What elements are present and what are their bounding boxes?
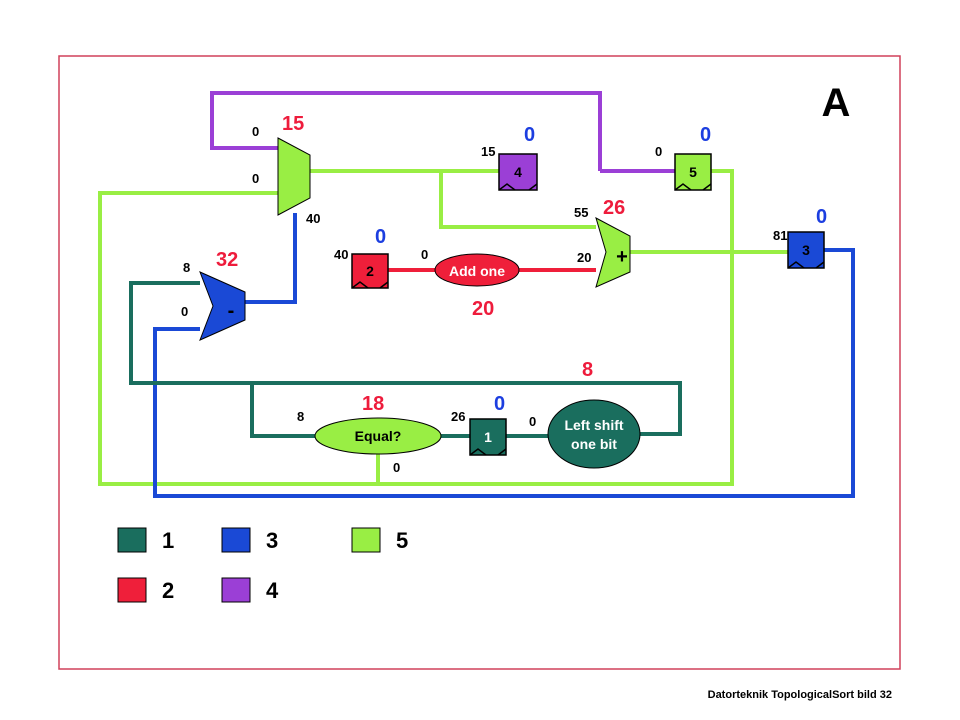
reg1-time: 0 bbox=[494, 393, 505, 415]
subtract-input-bottom: 0 bbox=[181, 304, 188, 319]
legend-number-2: 2 bbox=[162, 578, 174, 603]
adder-unit bbox=[595, 217, 631, 288]
register-4-label: 4 bbox=[514, 164, 522, 180]
subtract-unit bbox=[199, 271, 246, 341]
adder-time: 26 bbox=[603, 197, 625, 219]
reg2-input: 40 bbox=[334, 247, 348, 262]
shift-input: 0 bbox=[529, 414, 536, 429]
reg2-time: 0 bbox=[375, 226, 386, 248]
legend-number-5: 5 bbox=[396, 528, 408, 553]
register-5: 5 bbox=[674, 153, 712, 191]
adder-input-top: 55 bbox=[574, 205, 588, 220]
legend-number-3: 3 bbox=[266, 528, 278, 553]
slide-title: A bbox=[822, 81, 851, 125]
mux-input-top: 0 bbox=[252, 124, 259, 139]
reg1-input: 26 bbox=[451, 409, 465, 424]
left-shift-unit bbox=[547, 399, 641, 469]
equal-unit bbox=[314, 417, 442, 455]
register-3: 3 bbox=[787, 231, 825, 269]
subtract-input-top: 8 bbox=[183, 260, 190, 275]
wire-green-to-adder bbox=[439, 171, 596, 229]
mux-input-bottom: 0 bbox=[252, 171, 259, 186]
addone-input: 0 bbox=[421, 247, 428, 262]
equal-input-left: 8 bbox=[297, 409, 304, 424]
wire-blue-sub-out bbox=[245, 213, 297, 304]
wire-teal-equal-in bbox=[250, 383, 315, 438]
slide-footer: Datorteknik TopologicalSort bild 32 bbox=[708, 689, 892, 701]
reg3-input: 81 bbox=[773, 228, 787, 243]
legend-number-4: 4 bbox=[266, 578, 279, 603]
legend-swatch-3 bbox=[221, 527, 251, 553]
register-4: 4 bbox=[498, 153, 538, 191]
legend-swatch-5 bbox=[351, 527, 381, 553]
register-2: 2 bbox=[351, 253, 389, 289]
legend-number-1: 1 bbox=[162, 528, 174, 553]
register-1: 1 bbox=[469, 418, 507, 456]
shift-time: 8 bbox=[582, 359, 593, 381]
left-shift-label-line2: one bit bbox=[571, 436, 617, 452]
slide-frame bbox=[58, 55, 901, 670]
equal-input-bottom: 0 bbox=[393, 460, 400, 475]
mux-time: 15 bbox=[282, 113, 304, 135]
legend-swatch-2 bbox=[117, 577, 147, 603]
add-one-label: Add one bbox=[449, 263, 505, 279]
reg4-input: 15 bbox=[481, 144, 495, 159]
mux-input-select: 40 bbox=[306, 211, 320, 226]
equal-label: Equal? bbox=[355, 428, 402, 444]
wire-purple-feedback bbox=[210, 91, 602, 171]
register-5-label: 5 bbox=[689, 164, 697, 180]
legend: 1 3 5 2 4 bbox=[117, 527, 408, 603]
mux-unit bbox=[277, 137, 311, 216]
subtract-symbol: - bbox=[228, 300, 235, 322]
legend-swatch-4 bbox=[221, 577, 251, 603]
register-3-label: 3 bbox=[802, 242, 810, 258]
wire-blue-loop bbox=[153, 248, 855, 498]
register-2-label: 2 bbox=[366, 263, 374, 279]
subtract-time: 32 bbox=[216, 249, 238, 271]
addone-time: 20 bbox=[472, 298, 494, 320]
reg3-time: 0 bbox=[816, 206, 827, 228]
left-shift-label-line1: Left shift bbox=[564, 417, 623, 433]
adder-symbol: + bbox=[616, 246, 628, 268]
reg5-input: 0 bbox=[655, 144, 662, 159]
reg5-time: 0 bbox=[700, 124, 711, 146]
adder-input-bottom: 20 bbox=[577, 250, 591, 265]
legend-swatch-1 bbox=[117, 527, 147, 553]
wire-green-loop bbox=[98, 169, 734, 486]
register-1-label: 1 bbox=[484, 429, 492, 445]
equal-time: 18 bbox=[362, 393, 384, 415]
add-one-unit bbox=[434, 253, 520, 287]
reg4-time: 0 bbox=[524, 124, 535, 146]
wire-teal-loop bbox=[129, 281, 682, 436]
